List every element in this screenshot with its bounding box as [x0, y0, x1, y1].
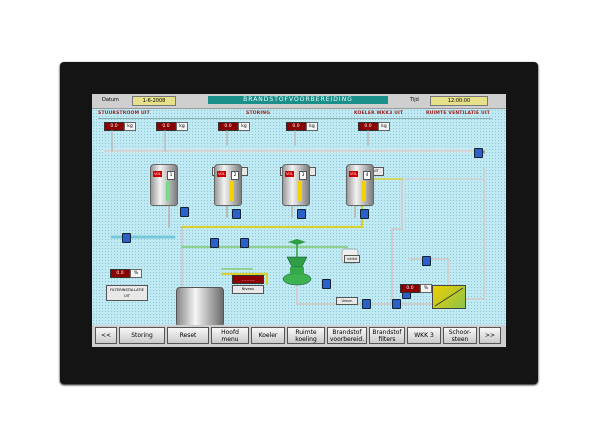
pump-icon-2[interactable] — [232, 209, 241, 219]
filterinstallatie-line2: UIT — [124, 294, 130, 298]
time-label: Tijd — [410, 97, 419, 103]
nav-schoorsteen-button[interactable]: Schoor- steen — [443, 327, 477, 344]
pump-icon-1[interactable] — [180, 207, 189, 217]
readout-2-unit: kg — [176, 122, 188, 131]
readout-1-value: 0.0 — [104, 122, 124, 131]
readout-4-value: 0.0 — [286, 122, 306, 131]
mixing-tank[interactable] — [176, 287, 224, 327]
pump-icon-6[interactable] — [210, 238, 219, 248]
left-percent-unit: % — [130, 269, 142, 278]
nav-wkk3-label: WKK 3 — [414, 332, 434, 339]
nav-prev-label: << — [100, 332, 112, 339]
nav-brandstof-line1: Brandstof — [332, 328, 362, 336]
nav-koeler-button[interactable]: Koeler — [251, 327, 285, 344]
nav-hoofdmenu-button[interactable]: Hoofd menu — [211, 327, 249, 344]
inhibitor-label: inhibit — [344, 255, 360, 263]
pump-icon-8[interactable] — [322, 279, 331, 289]
tank-number-3: 3 — [299, 171, 307, 180]
readout-4-unit: kg — [306, 122, 318, 131]
niveau-button[interactable]: Niveau — [232, 285, 264, 294]
dosering-button[interactable]: Ureum — [336, 297, 358, 305]
readout-3-unit: kg — [238, 122, 250, 131]
tank-level-2 — [230, 181, 234, 201]
tank-level-1 — [166, 181, 170, 201]
process-diagram: STUURSTROOM UIT STORING KOELER WKK3 UIT … — [92, 109, 506, 327]
nav-brandstof-line2: voorbereid. — [329, 335, 365, 343]
nav-storing-button[interactable]: Storing — [119, 327, 165, 344]
alarm-strip: _ _ _ _ _ — [232, 275, 264, 284]
bottom-nav: << Storing Reset Hoofd menu Koeler Ruimt… — [92, 325, 506, 347]
pump-icon-7[interactable] — [240, 238, 249, 248]
nav-reset-label: Reset — [179, 332, 197, 339]
filter-diagonal-icon — [434, 287, 464, 307]
nav-schoor-line1: Schoor- — [448, 328, 472, 336]
section-storing: STORING — [246, 111, 271, 116]
nav-brandstof-filters-button[interactable]: Brandstof filters — [369, 327, 405, 344]
pump-icon-9[interactable] — [362, 299, 371, 309]
date-label: Datum — [102, 97, 119, 103]
tank-vol-indicator-2: VOL — [217, 171, 226, 177]
tank-number-1: 1 — [167, 171, 175, 180]
pump-icon-10[interactable] — [392, 299, 401, 309]
storage-tank-4[interactable]: VOL 4 — [346, 164, 374, 206]
nav-koeler-label: Koeler — [258, 332, 278, 339]
header-underline — [98, 118, 492, 119]
readout-2-value: 0.0 — [156, 122, 176, 131]
nav-next-label: >> — [484, 332, 496, 339]
right-percent-unit: % — [420, 284, 432, 293]
nav-prev-button[interactable]: << — [95, 327, 117, 344]
fuel-filter-unit[interactable] — [432, 285, 466, 309]
nav-ruimte-line2: koeling — [295, 335, 317, 343]
nav-ruimte-line1: Ruimte — [295, 328, 317, 336]
readout-1-unit: kg — [124, 122, 136, 131]
page-title: BRANDSTOFVOORBEREIDING — [208, 96, 388, 104]
nav-storing-label: Storing — [131, 332, 153, 339]
nav-next-button[interactable]: >> — [479, 327, 501, 344]
date-field: 1-6-2008 — [132, 96, 176, 106]
piping-lines — [102, 130, 486, 322]
tank-number-4: 4 — [363, 171, 371, 180]
nav-reset-button[interactable]: Reset — [167, 327, 209, 344]
tank-level-4 — [362, 181, 366, 201]
pump-icon-12[interactable] — [474, 148, 483, 158]
nav-schoor-line2: steen — [451, 335, 469, 343]
nav-filters-line1: Brandstof — [372, 328, 402, 336]
top-bar: Datum 1-6-2008 BRANDSTOFVOORBEREIDING Ti… — [92, 94, 506, 109]
nav-hoofdmenu-line1: Hoofd — [221, 328, 239, 336]
filterinstallatie-line1: FILTERINSTALLATIE — [110, 288, 144, 292]
tank-vol-indicator-4: VOL — [349, 171, 358, 177]
nav-ruimte-koeling-button[interactable]: Ruimte koeling — [287, 327, 325, 344]
pump-icon-4[interactable] — [360, 209, 369, 219]
time-field: 12:00:00 — [430, 96, 488, 106]
section-ventilatie: RUIMTE VENTILATIE UIT — [426, 111, 491, 116]
right-percent-value: 0.0 — [400, 284, 420, 293]
pump-icon-3[interactable] — [297, 209, 306, 219]
left-percent-value: 0.0 — [110, 269, 130, 278]
pump-icon-5[interactable] — [122, 233, 131, 243]
readout-3-value: 0.0 — [218, 122, 238, 131]
nav-hoofdmenu-line2: menu — [221, 335, 239, 343]
tank-vol-indicator-1: VOL — [153, 171, 162, 177]
pump-icon-11[interactable] — [422, 256, 431, 266]
storage-tank-2[interactable]: VOL 2 — [214, 164, 242, 206]
tank-number-2: 2 — [231, 171, 239, 180]
storage-tank-3[interactable]: VOL 3 — [282, 164, 310, 206]
filterinstallatie-button[interactable]: FILTERINSTALLATIE UIT — [106, 285, 148, 301]
hmi-screen: Datum 1-6-2008 BRANDSTOFVOORBEREIDING Ti… — [92, 94, 506, 347]
section-stuurstroom: STUURSTROOM UIT — [98, 111, 150, 116]
tank-level-3 — [298, 181, 302, 201]
storage-tank-1[interactable]: VOL 1 — [150, 164, 178, 206]
section-koeler: KOELER WKK3 UIT — [354, 111, 404, 116]
readout-5-unit: kg — [378, 122, 390, 131]
nav-wkk3-button[interactable]: WKK 3 — [407, 327, 441, 344]
nav-brandstof-voorbereid-button[interactable]: Brandstof voorbereid. — [327, 327, 367, 344]
tank-vol-indicator-3: VOL — [285, 171, 294, 177]
nav-filters-line2: filters — [378, 335, 396, 343]
